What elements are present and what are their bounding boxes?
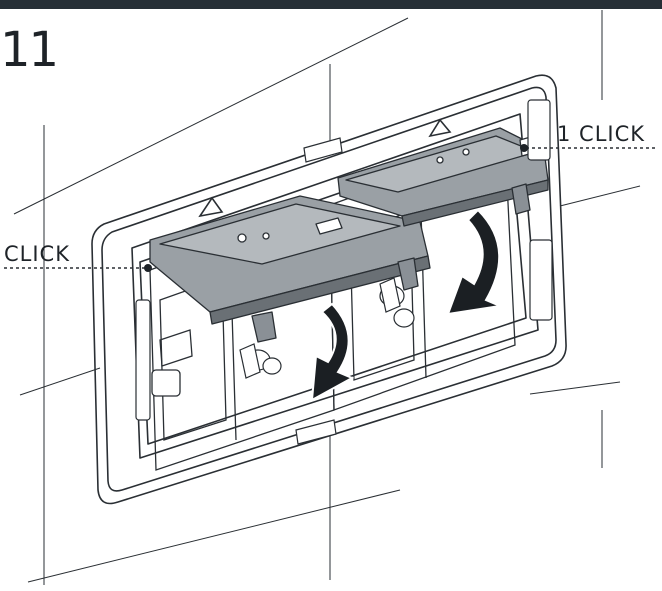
click-label-left: CLICK [4, 242, 70, 266]
frame-tabs [135, 99, 553, 445]
step-number: 11 [0, 22, 59, 78]
click-point-left [144, 264, 152, 272]
header-bar [0, 0, 662, 9]
screw [239, 277, 415, 379]
triangle-icon [198, 118, 452, 218]
wall-guide-lines [13, 10, 641, 585]
curved-arrow-icon [310, 208, 504, 402]
click-label-right: 1 CLICK [557, 122, 646, 146]
left-bracket [149, 195, 431, 343]
click-point-right [520, 144, 528, 152]
